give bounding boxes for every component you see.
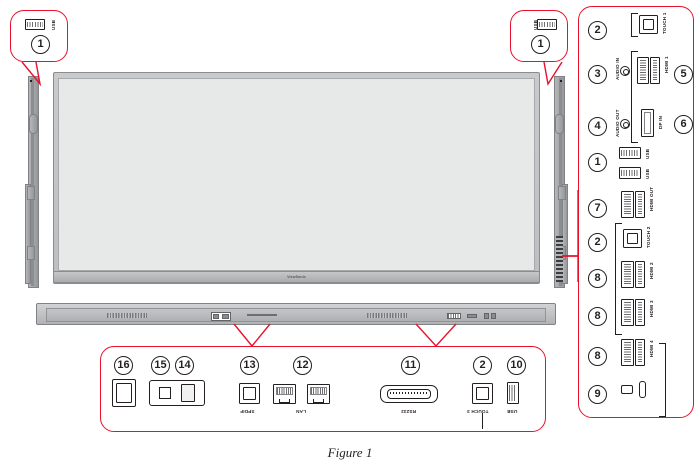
dp-in-port-icon	[641, 109, 654, 137]
ac-inlet-icon	[155, 383, 177, 403]
port-group-bracket-4	[659, 343, 666, 417]
callout-top-left-usb: USB 1	[10, 10, 68, 62]
spdif-label: SPDIF	[240, 409, 255, 414]
audio-in-jack-icon	[620, 66, 630, 76]
callout-number-1: 1	[31, 35, 50, 54]
hdmi4-label: HDMI 4	[649, 340, 654, 357]
usb-label-2: USB	[645, 168, 650, 179]
hdmi3-label: HDMI 3	[649, 300, 654, 317]
callout-number-8a: 8	[588, 269, 607, 288]
hdmi-out-port-icon	[621, 191, 634, 218]
callout-top-right-usb: USB 1	[510, 10, 568, 62]
touch3-label: TOUCH 3	[467, 409, 489, 414]
touch2-label: TOUCH 2	[646, 226, 651, 248]
callout-number-15: 15	[151, 356, 170, 375]
callout-number-12: 12	[293, 356, 312, 375]
hdmi1-label: HDMI 1	[664, 56, 669, 73]
usb-label-bottom: USB	[507, 409, 518, 414]
ac-outlet-icon	[112, 379, 136, 407]
usb-port-label: USB	[51, 19, 56, 30]
display-screen	[58, 78, 535, 271]
leader-line-top-left	[21, 61, 42, 87]
callout-number-3: 3	[588, 65, 607, 84]
rs232-label: RS232	[401, 409, 417, 414]
touch3-usb-b-port-icon	[472, 383, 493, 404]
hdmi3-port-icon	[621, 299, 634, 326]
callout-number-11: 11	[401, 356, 420, 375]
display-left-side-profile	[25, 76, 47, 288]
callout-number-2: 2	[588, 21, 607, 40]
display-right-side-profile	[546, 76, 568, 288]
lan-rj45-port-icon-2	[307, 384, 330, 404]
usb-a-port-icon-2	[619, 167, 641, 179]
hdmi-out-port-icon-b	[635, 191, 645, 218]
dp-in-label: DP IN	[658, 115, 663, 129]
viewsonic-logo: ViewSonic	[287, 275, 306, 279]
hdmi2-label: HDMI 2	[649, 262, 654, 279]
port-group-bracket-3	[615, 223, 622, 335]
callout-bottom-io-panel: 16 15 14 13 SPDIF 12 LAN 11 RS232 2 TOUC…	[100, 346, 546, 432]
callout-number-14: 14	[175, 356, 194, 375]
callout-number-8b: 8	[588, 307, 607, 326]
callout-number-4: 4	[588, 117, 607, 136]
figure-caption: Figure 1	[327, 445, 373, 460]
audio-in-label: AUDIO IN	[615, 57, 620, 80]
touch1-usb-b-port-icon	[639, 15, 658, 34]
callout-number-1: 1	[588, 153, 607, 172]
power-switch-icon	[181, 384, 195, 402]
display-bottom-edge-inner	[46, 308, 546, 322]
usb-a-port-icon	[537, 19, 557, 30]
leader-lines-bottom-panel	[233, 323, 457, 348]
hdmi1-port-icon-b	[650, 57, 660, 84]
callout-number-5: 5	[674, 65, 693, 84]
hdmi4-port-icon	[621, 339, 634, 366]
callout-number-2c: 2	[473, 356, 492, 375]
audio-out-label: AUDIO OUT	[615, 109, 620, 137]
spdif-port-icon	[239, 383, 260, 404]
callout-number-8c: 8	[588, 347, 607, 366]
audio-out-jack-icon	[620, 119, 630, 129]
hdmi2-port-icon	[621, 261, 634, 288]
callout-number-13: 13	[240, 356, 259, 375]
display-bottom-bezel: ViewSonic	[53, 271, 540, 283]
callout-number-2b: 2	[588, 233, 607, 252]
callout-number-10: 10	[507, 356, 526, 375]
hdmi3-port-icon-b	[635, 299, 645, 326]
hdmi4-port-icon-b	[635, 339, 645, 366]
usb-port-label: USB	[533, 19, 538, 30]
callout-side-io-panel: 2 TOUCH 1 3 AUDIO IN HDMI 1 5 4 AUDIO OU…	[578, 6, 694, 418]
usb-c-port-icon	[639, 381, 646, 398]
callout-number-9: 9	[588, 385, 607, 404]
touch3-group-bracket	[482, 413, 483, 429]
port-group-bracket	[631, 13, 638, 37]
hdmi1-port-icon	[637, 57, 649, 84]
usb-a-port-icon-bottom	[507, 382, 519, 404]
lan-label: LAN	[296, 409, 307, 414]
touch1-label: TOUCH 1	[662, 12, 667, 34]
usb-label-1: USB	[645, 148, 650, 159]
leader-line-top-right	[543, 61, 563, 86]
usb-c-micro-port-icon	[621, 385, 633, 394]
port-group-bracket-2	[631, 51, 638, 143]
usb-a-port-icon	[25, 19, 45, 30]
leader-lines-side-panel	[562, 190, 579, 282]
callout-number-1: 1	[531, 35, 550, 54]
touch2-usb-b-port-icon	[623, 229, 642, 248]
callout-number-6: 6	[674, 115, 693, 134]
hdmi2-port-icon-b	[635, 261, 645, 288]
hdmi-out-label: HDMI OUT	[649, 186, 654, 211]
usb-a-port-icon-1	[619, 147, 641, 159]
callout-number-7: 7	[588, 199, 607, 218]
rs232-db9-port-icon	[380, 385, 438, 403]
lan-rj45-port-icon-1	[273, 384, 296, 404]
callout-number-16: 16	[114, 356, 133, 375]
